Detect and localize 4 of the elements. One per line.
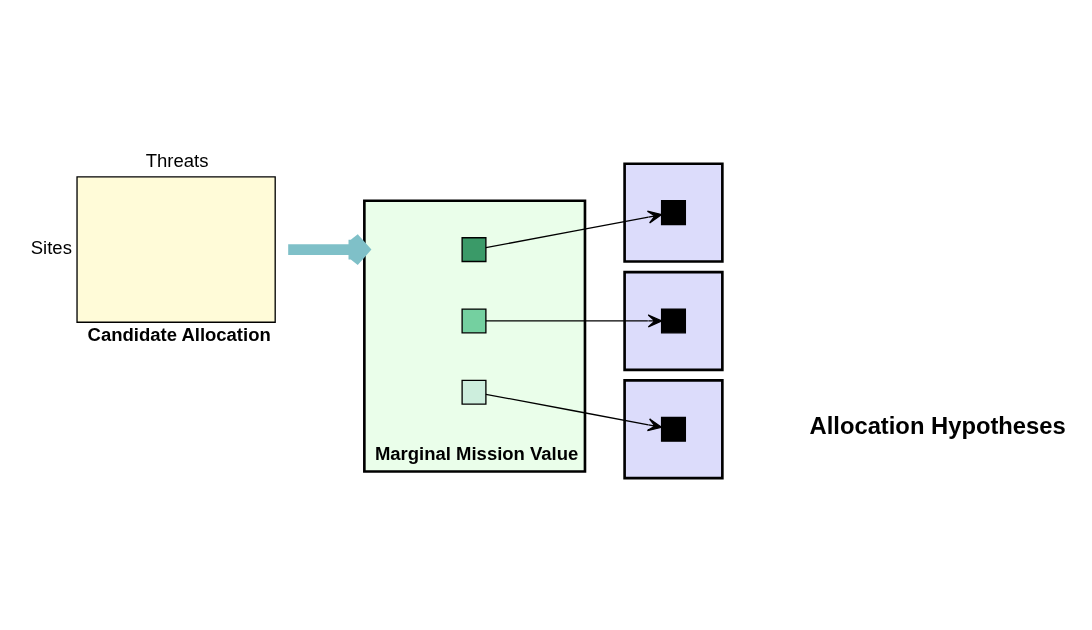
node-label: Candidate Allocation (87, 324, 271, 346)
label: Allocation Hypotheses (809, 411, 1066, 439)
node-label: Sites (30, 237, 72, 259)
node-label: Threats (145, 149, 209, 171)
